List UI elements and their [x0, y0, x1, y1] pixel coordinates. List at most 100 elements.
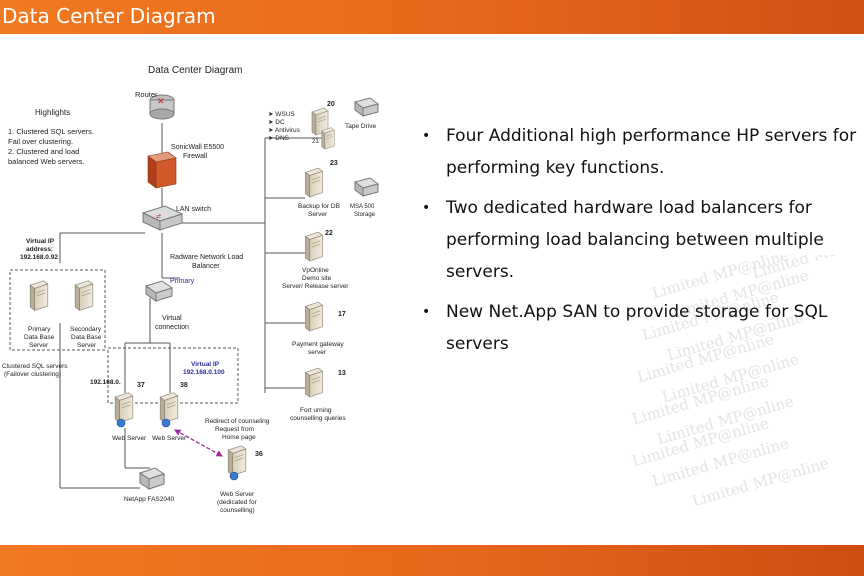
- globe-icon: [229, 471, 239, 481]
- bullet-symbol: •: [422, 200, 431, 216]
- service-item: WSUS: [275, 111, 295, 118]
- highlights-line: 1. Clustered SQL servers.: [8, 127, 94, 136]
- web-server-label: Web Server: [152, 435, 187, 442]
- diagram-title: Data Center Diagram: [148, 65, 242, 76]
- server-number: 21: [312, 139, 319, 145]
- router-icon: ✕: [149, 94, 175, 120]
- server-number: 22: [325, 230, 333, 237]
- bullet-item: • New Net.App SAN to provide storage for…: [420, 296, 860, 360]
- server-icon: [305, 167, 323, 198]
- payment-label: server: [308, 349, 327, 356]
- virtual-ip-left: Virtual IP: [26, 238, 55, 245]
- server-icon: [305, 301, 323, 332]
- virtual-ip-mid: Virtual IP: [191, 361, 220, 368]
- bullet-text: Two dedicated hardware load balancers fo…: [446, 198, 824, 282]
- connection-lines: [59, 123, 330, 489]
- router-label: Router: [135, 90, 158, 99]
- lan-switch-label: LAN switch: [176, 206, 211, 213]
- firewall-label: Firewall: [183, 153, 208, 160]
- virtual-connection-label: connection: [155, 324, 189, 331]
- bullet-text: Four Additional high performance HP serv…: [446, 126, 857, 178]
- highlights: Highlights 1. Clustered SQL servers. Fai…: [8, 108, 94, 166]
- server-number: 17: [338, 311, 346, 318]
- server-number: 13: [338, 370, 346, 377]
- svg-text:➤ Antivirus: ➤ Antivirus: [268, 127, 301, 134]
- network-diagram: Data Center Diagram Highlights 1. Cluste…: [2, 65, 380, 514]
- svg-text:✕: ✕: [157, 96, 165, 106]
- server-icon: [321, 127, 335, 150]
- server-number: 37: [137, 382, 145, 389]
- netapp-icon: [138, 467, 166, 490]
- load-balancer-label: Radware Network Load: [170, 254, 243, 261]
- clustered-label: (Failover clustering): [4, 371, 61, 378]
- redirect-label: Home page: [222, 434, 256, 441]
- msa-label: MSA 500: [350, 204, 375, 210]
- primary-db-label: Primary: [28, 326, 51, 333]
- redirect-label: Redirect of counseling: [205, 418, 270, 425]
- watermark-line: Limited MP@nline: [630, 414, 771, 471]
- tape-drive-icon: [353, 97, 380, 117]
- svg-text:⇄: ⇄: [156, 213, 161, 220]
- msa-storage-icon: [353, 177, 380, 197]
- forum-label: Fort urning: [300, 407, 332, 414]
- web-server-label: Web Server: [112, 435, 147, 442]
- svg-text:➤ DNS: ➤ DNS: [268, 135, 290, 142]
- tape-drive-label: Tape Drive: [345, 123, 376, 130]
- footer-bar: [0, 545, 864, 576]
- redirect-arrow: [174, 429, 223, 457]
- lan-switch-icon: ⇄: [141, 205, 184, 231]
- highlights-line: balanced Web servers.: [8, 157, 85, 166]
- ip-left-label: 192.168.0.: [90, 379, 121, 386]
- highlights-line: 2. Clustered and load: [8, 147, 79, 156]
- web-server-3-label: counselling): [220, 507, 255, 514]
- primary-db-label: Server: [29, 342, 49, 349]
- watermark-line: Limited MP@nline: [690, 454, 831, 505]
- virtual-ip-mid: 192.168.0.100: [183, 369, 225, 376]
- backup-label: Backup for DB: [298, 203, 340, 210]
- services-list: ➤ WSUS ➤ DC ➤ Antivirus ➤ DNS: [268, 111, 301, 142]
- bullet-symbol: •: [422, 128, 431, 144]
- forum-label: counselling queries: [290, 415, 346, 422]
- header-bar: Data Center Diagram: [0, 0, 864, 34]
- globe-icon: [161, 418, 171, 428]
- primary-label: Primary: [170, 278, 195, 285]
- primary-db-label: Data Base: [24, 334, 55, 341]
- vponline-label: Demo site: [302, 275, 332, 282]
- bullet-list: • Four Additional high performance HP se…: [420, 120, 860, 360]
- payment-label: Payment gateway: [292, 341, 344, 348]
- watermark-line: Limited MP@nline: [630, 372, 771, 429]
- globe-icon: [116, 418, 126, 428]
- virtual-ip-left: address:: [26, 246, 53, 253]
- firewall-icon: [147, 151, 177, 189]
- bullet-symbol: •: [422, 304, 431, 320]
- server-icon: [227, 445, 247, 476]
- redirect-label: Request from: [215, 426, 254, 433]
- server-icon: [29, 280, 49, 311]
- watermark-line: Limited MP@nline: [650, 434, 791, 491]
- server-icon: [159, 392, 179, 423]
- watermark-line: Limited MP@nline: [655, 392, 796, 449]
- highlights-heading: Highlights: [35, 108, 70, 117]
- secondary-db-label: Secondary: [70, 326, 102, 333]
- svg-text:➤ DC: ➤ DC: [268, 119, 285, 126]
- vponline-label: VpOnline: [302, 267, 329, 274]
- slide-title: Data Center Diagram: [2, 4, 216, 28]
- msa-label: Storage: [354, 212, 376, 218]
- firewall-label: SonicWall E5500: [171, 144, 224, 151]
- svg-text:➤ WSUS: ➤ WSUS: [268, 111, 295, 118]
- load-balancer-label: Balancer: [192, 263, 220, 270]
- server-icon: [305, 367, 323, 398]
- clustered-label: Clustered SQL servers: [2, 363, 68, 370]
- virtual-ip-left: 192.168.0.92: [20, 254, 58, 261]
- backup-label: Server: [308, 211, 328, 218]
- server-number: 38: [180, 382, 188, 389]
- bullet-item: • Four Additional high performance HP se…: [420, 120, 860, 184]
- server-number: 36: [255, 451, 263, 458]
- bullet-text: New Net.App SAN to provide storage for S…: [446, 302, 828, 354]
- vponline-label: Server/ Release server: [282, 283, 349, 290]
- service-item: DC: [275, 119, 285, 126]
- bullet-item: • Two dedicated hardware load balancers …: [420, 192, 860, 288]
- server-number: 23: [330, 160, 338, 167]
- secondary-db-label: Data Base: [71, 334, 102, 341]
- server-icon: [305, 231, 323, 262]
